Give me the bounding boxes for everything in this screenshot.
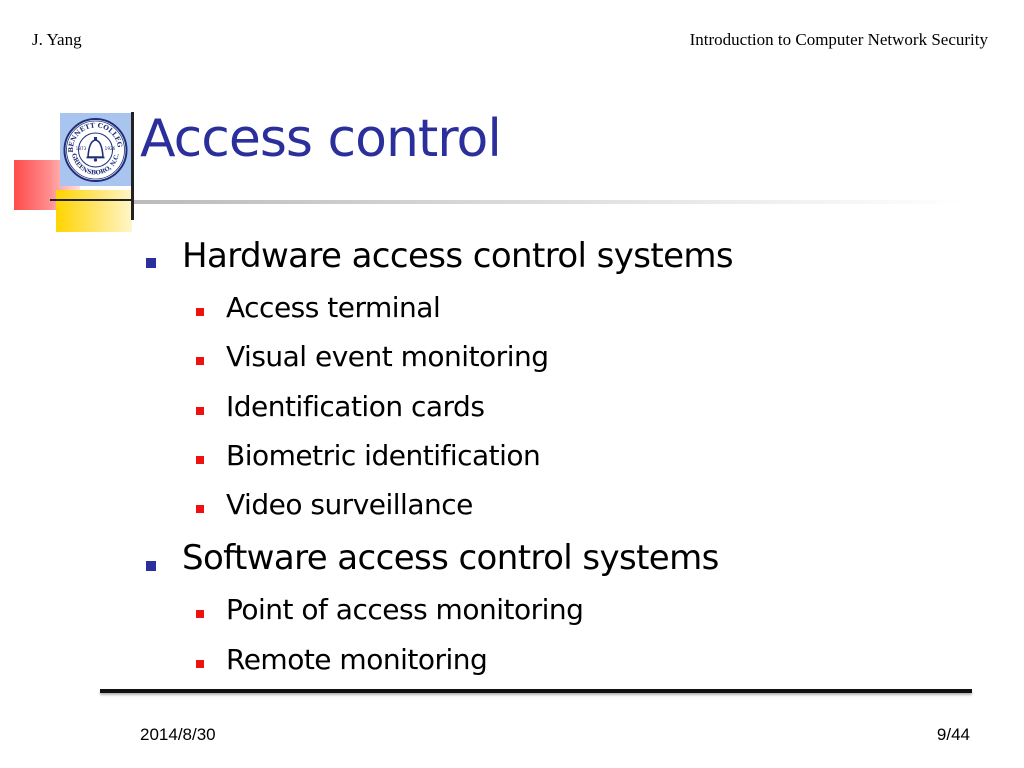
decorative-vertical-line: [131, 112, 134, 220]
decorative-horizontal-line: [50, 199, 134, 201]
bullet-level2-marker: [196, 505, 204, 513]
bullet-hardware-systems: Hardware access control systems: [182, 236, 734, 276]
title-underline: [134, 200, 964, 204]
seal-year-left: 1873: [76, 146, 87, 151]
bullet-level2-marker: [196, 407, 204, 415]
slide-title: Access control: [140, 109, 502, 169]
bullet-software-systems: Software access control systems: [182, 538, 719, 578]
list-item: Identification cards: [226, 390, 485, 423]
list-item: Video surveillance: [226, 488, 473, 521]
list-item: Biometric identification: [226, 439, 541, 472]
liberty-bell-icon: [86, 137, 105, 162]
list-item: Visual event monitoring: [226, 340, 549, 373]
bullet-level2-marker: [196, 660, 204, 668]
bullet-level1-marker: [146, 258, 156, 268]
decorative-yellow-block: [56, 190, 132, 232]
seal-year-right: 1926: [105, 146, 116, 151]
header-author: J. Yang: [32, 30, 82, 49]
bullet-level2-marker: [196, 308, 204, 316]
bullet-level2-marker: [196, 357, 204, 365]
bullet-level2-marker: [196, 610, 204, 618]
footer-page-number: 9/44: [936, 725, 970, 744]
college-seal-logo: BENNETT COLLEGE GREENSBORO, N.C. 1873 19…: [60, 113, 131, 186]
footer-divider: [100, 689, 972, 693]
list-item: Access terminal: [226, 291, 441, 324]
list-item: Point of access monitoring: [226, 593, 584, 626]
bullet-level1-marker: [146, 561, 156, 571]
header-course-title: Introduction to Computer Network Securit…: [689, 30, 988, 49]
footer-date: 2014/8/30: [140, 725, 216, 744]
list-item: Remote monitoring: [226, 643, 488, 676]
bullet-level2-marker: [196, 456, 204, 464]
seal-graphic: BENNETT COLLEGE GREENSBORO, N.C. 1873 19…: [60, 113, 128, 182]
